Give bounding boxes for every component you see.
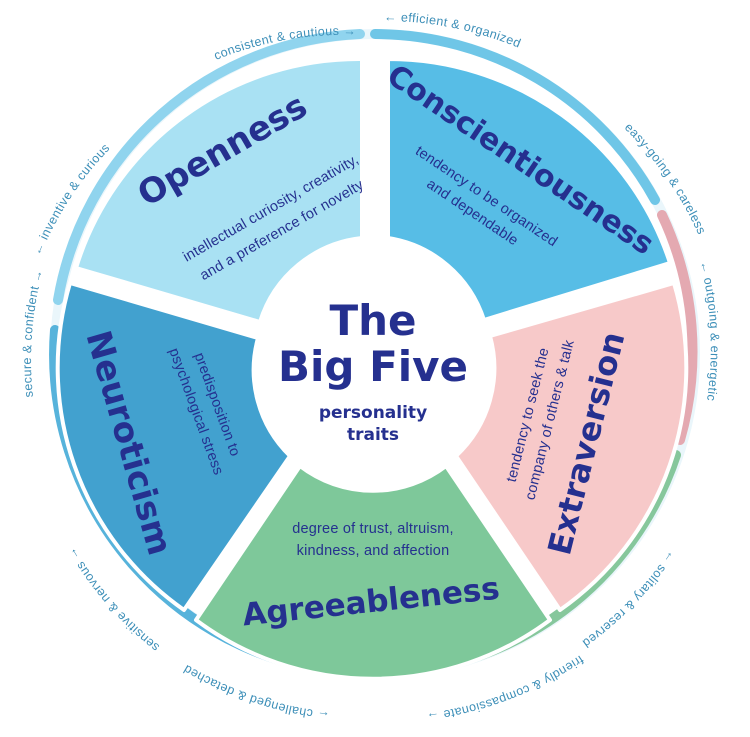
outer-ring-blue-arc	[370, 29, 660, 205]
extraversion-segment	[454, 281, 689, 612]
outer-ring-top-left-arc	[53, 29, 365, 305]
agreeableness-description-line1: degree of trust, altruism,	[292, 521, 454, 537]
pole-label-outgoing-energetic: ← outgoing & energetic	[697, 259, 722, 402]
arrow-icon: →	[426, 708, 445, 724]
center-title-line2: Big Five	[278, 342, 468, 391]
center-circle	[255, 239, 491, 475]
neuroticism-segment	[55, 281, 292, 612]
agreeableness-segment	[194, 464, 552, 681]
conscientiousness-segment	[386, 56, 672, 322]
center-subtitle-line1: personality	[319, 403, 427, 423]
arrow-icon: ←	[697, 259, 714, 278]
arrow-icon: ←	[384, 10, 401, 24]
arrow-icon: →	[339, 24, 356, 38]
outer-ring-rose-arc	[657, 210, 698, 445]
openness-segment	[74, 56, 364, 324]
agreeableness-description-line2: kindness, and affection	[297, 543, 450, 559]
pole-label-secure-confident: secure & confident →	[20, 268, 46, 398]
arrow-icon: ←	[30, 236, 50, 257]
center-title-line1: The	[329, 296, 416, 345]
arrow-icon: ←	[312, 707, 331, 723]
arrow-icon: →	[28, 268, 46, 288]
center-subtitle-line2: traits	[347, 425, 399, 445]
